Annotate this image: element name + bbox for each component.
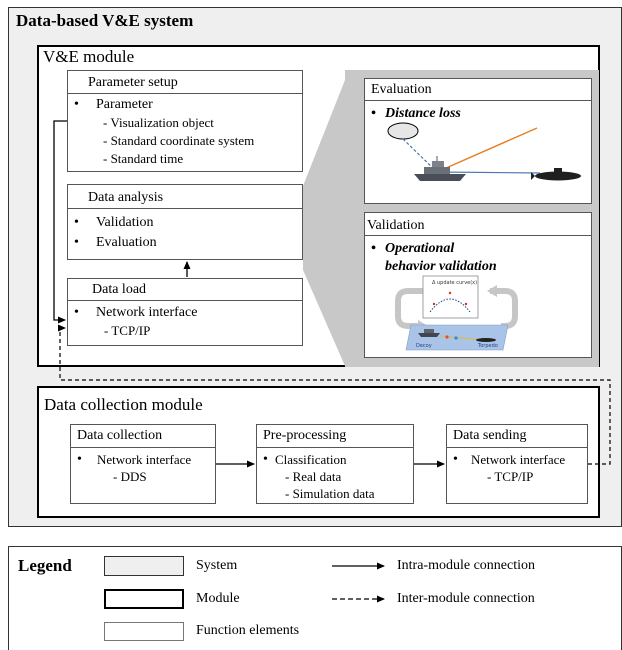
mini-chart-frame [422,275,479,319]
data-analysis-title: Data analysis [88,190,164,205]
parameter-bullet-dot: • [74,97,79,112]
legend-module-label: Module [196,591,240,606]
cycle-arrow-right [490,288,518,329]
pre-item-real: - Real data [285,469,342,484]
validation-bullet-line1: Operational [385,241,455,256]
sending-bullet-dot: • [453,452,458,467]
data-sending-divider [447,447,587,448]
distance-dashed-line [402,138,438,173]
evaluation-box: Evaluation • Distance loss [364,78,592,204]
parameter-setup-box: Parameter setup • Parameter - Visualizat… [67,70,303,172]
parameter-item-coordinate: - Standard coordinate system [103,133,255,148]
legend-system-label: System [196,558,238,573]
pre-processing-title: Pre-processing [263,428,347,443]
validation-divider [365,235,591,236]
submarine-icon [531,168,581,181]
data-collection-divider [71,447,215,448]
data-load-title: Data load [92,282,147,297]
sending-item-tcpip: - TCP/IP [487,469,534,484]
legend-title: Legend [18,556,72,575]
load-item-tcpip: - TCP/IP [104,323,151,338]
load-bullet-dot: • [74,305,79,320]
evaluation-bullet: Distance loss [385,106,461,121]
load-bullet: Network interface [96,305,198,320]
decoy-ship-icon [418,329,440,337]
torpedo-label: Torpedo [477,343,498,349]
mini-chart-curve [429,298,471,313]
collection-item-dds: - DDS [113,469,147,484]
pre-processing-divider [257,447,413,448]
data-collection-box: Data collection • Network interface - DD… [70,424,216,504]
pre-bullet-dot: • [263,452,268,467]
analysis-item-validation: Validation [96,215,154,230]
analysis-bullet-dot-1: • [74,215,79,230]
evaluation-divider [365,100,591,101]
pre-item-simulation: - Simulation data [285,486,375,501]
data-collection-title: Data collection [77,428,163,443]
data-collection-module-title: Data collection module [44,395,203,414]
sending-to-load-dashed-arrow [58,324,611,465]
data-load-divider [68,300,302,301]
parameter-setup-divider [68,93,302,94]
legend-function-swatch [104,622,184,641]
analysis-item-evaluation: Evaluation [96,235,157,250]
distance-blue-line [436,171,541,174]
parameter-item-time: - Standard time [103,151,184,166]
data-analysis-divider [68,208,302,209]
parameter-setup-title: Parameter setup [88,75,178,90]
data-sending-title: Data sending [453,428,527,443]
validation-title: Validation [367,218,425,233]
validation-bullet-line2: behavior validation [385,259,497,274]
evaluation-title: Evaluation [371,82,432,97]
analysis-bullet-dot-2: • [74,235,79,250]
legend-intra-label: Intra-module connection [397,558,536,573]
system-title: Data-based V&E system [16,11,194,30]
pre-bullet: Classification [275,452,347,467]
mini-chart-title: Δ update curve(x) [432,280,477,286]
pre-processing-box: Pre-processing • Classification - Real d… [256,424,414,504]
decoy-label: Decoy [416,343,432,349]
legend-module-swatch [104,589,184,609]
ve-module-title: V&E module [43,47,135,66]
collection-bullet: Network interface [97,452,192,467]
parameter-item-visualization: - Visualization object [103,115,214,130]
sending-bullet: Network interface [471,452,566,467]
distance-orange-line [436,127,538,173]
torpedo-icon [476,338,496,342]
cycle-arrow-left [395,288,423,329]
data-analysis-box: Data analysis • Validation • Evaluation [67,184,303,260]
validation-bullet-dot: • [371,241,376,256]
collection-bullet-dot: • [77,452,82,467]
parameter-bullet: Parameter [96,97,153,112]
legend-inter-label: Inter-module connection [397,591,535,606]
ship-icon [414,156,466,181]
data-sending-box: Data sending • Network interface - TCP/I… [446,424,588,504]
evaluation-bullet-dot: • [371,106,376,121]
parameter-to-load-arrow [53,120,67,324]
legend-function-label: Function elements [196,623,300,638]
legend-system-swatch [104,556,184,576]
data-load-box: Data load • Network interface - TCP/IP [67,278,303,346]
